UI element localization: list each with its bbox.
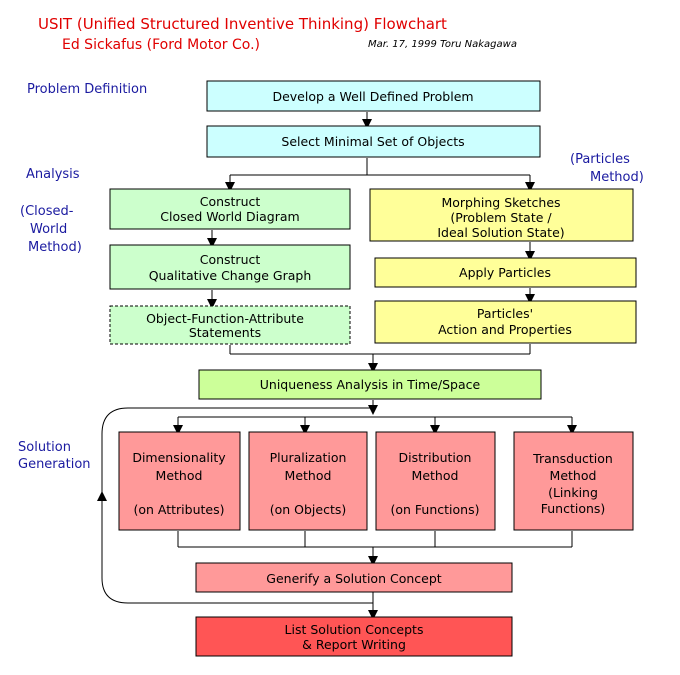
svg-text:Method: Method xyxy=(412,468,459,483)
svg-text:& Report Writing: & Report Writing xyxy=(302,637,406,652)
box-select-objects: Select Minimal Set of Objects xyxy=(206,125,541,158)
box-dimensionality-method: Dimensionality Method (on Attributes) xyxy=(118,431,241,531)
label-solution-generation: Solution Generation xyxy=(18,440,91,472)
label-closed-world-method: (Closed- World Method) xyxy=(20,204,82,255)
svg-text:(on Functions): (on Functions) xyxy=(391,502,480,517)
svg-text:(Closed-: (Closed- xyxy=(20,204,74,219)
svg-text:Solution: Solution xyxy=(18,440,71,455)
box-develop-problem: Develop a Well Defined Problem xyxy=(206,80,541,112)
svg-text:Apply Particles: Apply Particles xyxy=(459,265,551,280)
svg-text:(on Objects): (on Objects) xyxy=(270,502,347,517)
svg-text:World: World xyxy=(30,222,67,237)
label-analysis: Analysis xyxy=(26,167,80,182)
box-uniqueness-analysis: Uniqueness Analysis in Time/Space xyxy=(198,369,542,400)
box-ofa-statements: Object-Function-Attribute Statements xyxy=(109,305,351,345)
label-particles-method: (Particles Method) xyxy=(570,152,644,185)
svg-text:Distribution: Distribution xyxy=(399,450,472,465)
author-line: Ed Sickafus (Ford Motor Co.) xyxy=(62,37,260,53)
svg-text:Method: Method xyxy=(156,468,203,483)
connectors xyxy=(97,112,577,620)
box-pluralization-method: Pluralization Method (on Objects) xyxy=(248,431,368,531)
svg-text:Closed World Diagram: Closed World Diagram xyxy=(160,209,299,224)
svg-text:Particles': Particles' xyxy=(477,306,533,321)
svg-text:Pluralization: Pluralization xyxy=(270,450,347,465)
svg-text:Transduction: Transduction xyxy=(532,451,613,466)
box-generify-concept: Generify a Solution Concept xyxy=(195,562,513,593)
svg-text:Method): Method) xyxy=(590,170,644,185)
svg-text:Uniqueness Analysis in Time/Sp: Uniqueness Analysis in Time/Space xyxy=(260,377,481,392)
box-particles-action: Particles' Action and Properties xyxy=(374,300,637,344)
box-morphing-sketches: Morphing Sketches (Problem State / Ideal… xyxy=(369,188,634,242)
box-transduction-method: Transduction Method (Linking Functions) xyxy=(513,431,634,531)
svg-text:Generify a Solution Concept: Generify a Solution Concept xyxy=(266,571,441,586)
svg-text:Select Minimal Set of Objects: Select Minimal Set of Objects xyxy=(281,134,464,149)
svg-text:(Particles: (Particles xyxy=(570,152,630,167)
date-line: Mar. 17, 1999 Toru Nakagawa xyxy=(368,39,517,50)
svg-text:(on Attributes): (on Attributes) xyxy=(133,502,224,517)
svg-text:Ideal Solution State): Ideal Solution State) xyxy=(437,225,564,240)
svg-text:Construct: Construct xyxy=(200,252,261,267)
svg-text:List Solution Concepts: List Solution Concepts xyxy=(285,622,424,637)
svg-text:(Linking: (Linking xyxy=(548,485,598,500)
svg-text:Object-Function-Attribute: Object-Function-Attribute xyxy=(146,311,304,326)
svg-text:Dimensionality: Dimensionality xyxy=(132,450,226,465)
svg-text:Method: Method xyxy=(285,468,332,483)
box-list-concepts: List Solution Concepts & Report Writing xyxy=(195,616,513,657)
box-qualitative-change-graph: Construct Qualitative Change Graph xyxy=(109,244,351,290)
svg-text:Functions): Functions) xyxy=(541,501,606,516)
svg-text:Statements: Statements xyxy=(189,325,261,340)
svg-text:Method: Method xyxy=(550,468,597,483)
svg-text:Construct: Construct xyxy=(200,194,261,209)
label-problem-definition: Problem Definition xyxy=(27,82,147,97)
chart-title: USIT (Unified Structured Inventive Think… xyxy=(38,15,447,33)
svg-text:Generation: Generation xyxy=(18,457,91,472)
box-distribution-method: Distribution Method (on Functions) xyxy=(375,431,496,531)
svg-text:Qualitative Change Graph: Qualitative Change Graph xyxy=(149,268,312,283)
svg-text:Develop a Well Defined Problem: Develop a Well Defined Problem xyxy=(272,89,473,104)
svg-text:Action and Properties: Action and Properties xyxy=(438,322,572,337)
svg-text:Morphing Sketches: Morphing Sketches xyxy=(441,195,560,210)
svg-text:(Problem State /: (Problem State / xyxy=(450,210,552,225)
svg-text:Method): Method) xyxy=(28,240,82,255)
box-closed-world-diagram: Construct Closed World Diagram xyxy=(109,188,351,230)
box-apply-particles: Apply Particles xyxy=(374,257,637,288)
